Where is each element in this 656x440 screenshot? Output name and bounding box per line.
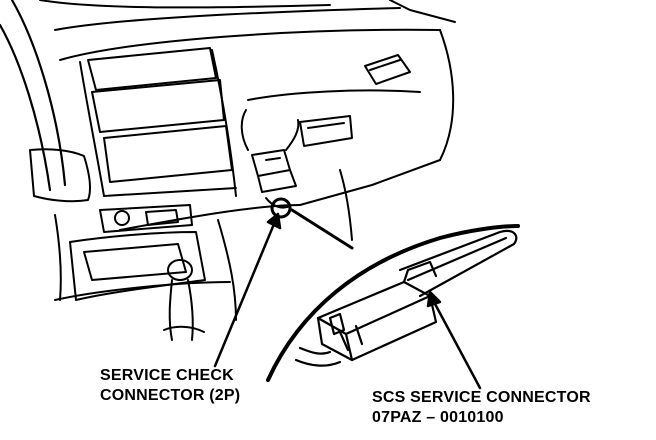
right-vent (364, 54, 411, 85)
service-check-label-line1: SERVICE CHECK (100, 367, 234, 384)
steering-wheel (0, 0, 67, 192)
service-check-connector-2p (240, 109, 300, 219)
center-console (29, 47, 237, 203)
service-check-connector-label: SERVICE CHECK CONNECTOR (2P) (100, 366, 240, 406)
scs-label-line2: 07PAZ – 0010100 (372, 409, 504, 426)
service-check-leader (213, 212, 282, 368)
lower-console (54, 204, 237, 321)
dashboard-outline (39, 0, 456, 301)
glove-box (247, 89, 421, 241)
service-check-label-line2: CONNECTOR (2P) (100, 387, 241, 404)
gear-shifter (163, 259, 205, 341)
scs-connector-leader (426, 290, 482, 390)
magnify-callout (266, 208, 520, 382)
scs-service-connector-label: SCS SERVICE CONNECTOR 07PAZ – 0010100 (372, 388, 591, 428)
scs-label-line1: SCS SERVICE CONNECTOR (372, 389, 591, 406)
